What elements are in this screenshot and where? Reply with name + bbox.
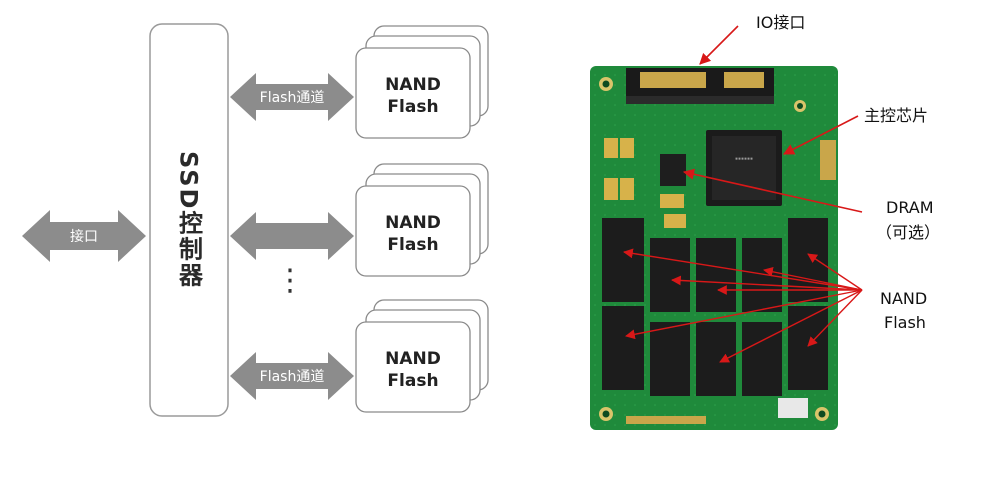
flash-channel-label-top: Flash通道 (260, 90, 325, 106)
flash-channel-arrow-bottom: Flash通道 (230, 352, 354, 400)
nand-stack-bottom: NAND Flash (355, 299, 489, 413)
main-chip-label: 主控芯片 (864, 106, 928, 125)
nand-stack-middle: NAND Flash (355, 163, 489, 277)
io-annotation-arrow (699, 25, 739, 65)
ssd-pcb-photo: ▪▪▪▪▪▪ (590, 66, 838, 430)
dram-chip (660, 154, 686, 186)
nand-label-line2: Flash (387, 97, 438, 117)
ssd-controller-label: SSD控制器 (174, 151, 203, 289)
interface-arrow: 接口 (22, 210, 146, 262)
flash-channel-label-bottom: Flash通道 (260, 369, 325, 385)
dram-label-line1: DRAM (886, 198, 934, 217)
flash-channel-arrow-top: Flash通道 (230, 73, 354, 121)
nand-stack-top: NAND Flash (355, 25, 489, 139)
ssd-controller-label-wrap: SSD控制器 (150, 24, 228, 416)
svg-text:▪▪▪▪▪▪: ▪▪▪▪▪▪ (735, 156, 753, 162)
nand-photo-label-line1: NAND (880, 289, 927, 308)
nand-annotation-arrows (623, 248, 863, 363)
nand-label-line2: Flash (387, 371, 438, 391)
nand-photo-label-line2: Flash (884, 313, 926, 332)
nand-label-line1: NAND (385, 349, 441, 369)
interface-label: 接口 (70, 228, 98, 245)
dram-annotation-arrow (682, 168, 863, 213)
ssd-controller-box (149, 23, 229, 417)
nand-chips-row-2 (602, 306, 828, 396)
dram-label-line2: （可选） (876, 223, 940, 242)
main-chip-annotation-arrow (783, 115, 859, 155)
nand-label-line2: Flash (387, 235, 438, 255)
nand-chips-row-1 (602, 218, 828, 312)
nand-label-line1: NAND (385, 213, 441, 233)
nand-label-line1: NAND (385, 75, 441, 95)
flash-channel-arrow-middle (230, 212, 354, 260)
io-label: IO接口 (756, 13, 805, 32)
channel-ellipsis: ⋮ (275, 263, 305, 298)
